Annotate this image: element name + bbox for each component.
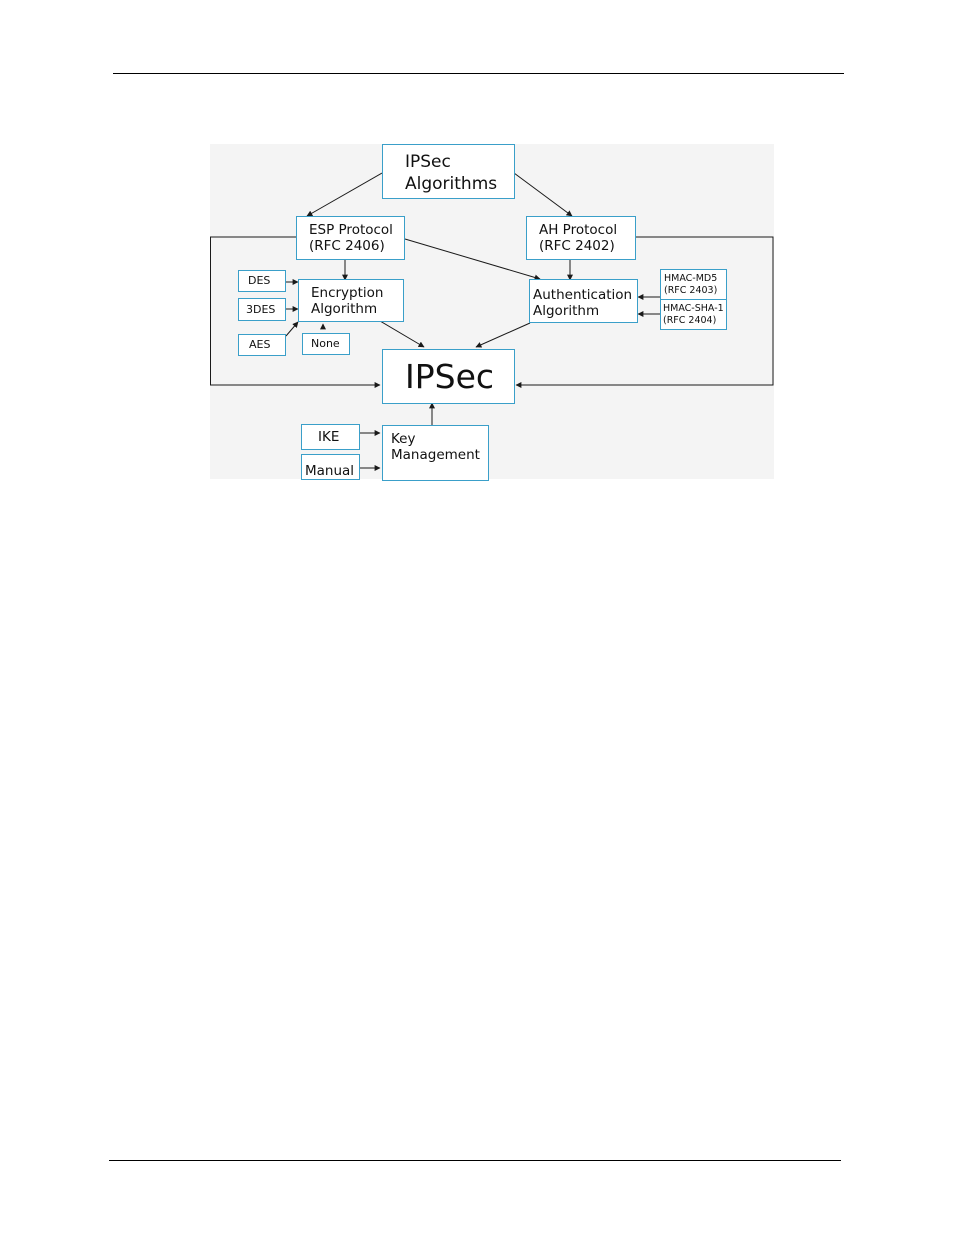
- header-rule: [113, 73, 844, 74]
- ike-label: IKE: [302, 425, 359, 449]
- authentication-algorithm-label: Authentication Algorithm: [530, 280, 637, 322]
- none-label: None: [303, 334, 349, 354]
- arrow-encryption-to-ipsec: [380, 321, 424, 347]
- aes-label: AES: [239, 335, 285, 355]
- arrow-esp-to-authentication: [405, 239, 540, 279]
- authentication-algorithm-box: Authentication Algorithm: [529, 279, 638, 323]
- hmac-sha1-box: HMAC-SHA-1 (RFC 2404): [660, 299, 727, 330]
- encryption-algorithm-label: Encryption Algorithm: [299, 280, 403, 321]
- footer-rule: [109, 1160, 841, 1161]
- ipsec-box: IPSec: [382, 349, 515, 404]
- manual-box: Manual: [301, 454, 360, 480]
- arrow-authentication-to-ipsec: [476, 323, 530, 347]
- arrow-aes-to-encryption: [286, 322, 298, 336]
- 3des-label: 3DES: [239, 299, 285, 320]
- none-box: None: [302, 333, 350, 355]
- esp-protocol-box: ESP Protocol (RFC 2406): [296, 216, 405, 260]
- ipsec-label: IPSec: [383, 350, 514, 403]
- ah-protocol-box: AH Protocol (RFC 2402): [526, 216, 636, 260]
- 3des-box: 3DES: [238, 298, 286, 321]
- hmac-md5-label: HMAC-MD5 (RFC 2403): [661, 270, 726, 299]
- ipsec-algorithms-diagram: IPSec Algorithms ESP Protocol (RFC 2406)…: [210, 144, 774, 479]
- hmac-md5-box: HMAC-MD5 (RFC 2403): [660, 269, 727, 300]
- esp-protocol-label: ESP Protocol (RFC 2406): [297, 217, 404, 259]
- arrow-algorithms-to-esp: [307, 173, 382, 216]
- des-box: DES: [238, 270, 286, 292]
- arrow-algorithms-to-ah: [514, 173, 572, 216]
- ipsec-algorithms-box: IPSec Algorithms: [382, 144, 515, 199]
- ike-box: IKE: [301, 424, 360, 450]
- key-management-label: Key Management: [383, 426, 488, 480]
- key-management-box: Key Management: [382, 425, 489, 481]
- des-label: DES: [239, 271, 285, 291]
- encryption-algorithm-box: Encryption Algorithm: [298, 279, 404, 322]
- ipsec-algorithms-label: IPSec Algorithms: [383, 145, 514, 198]
- manual-label: Manual: [302, 455, 359, 479]
- ah-protocol-label: AH Protocol (RFC 2402): [527, 217, 635, 259]
- hmac-sha1-label: HMAC-SHA-1 (RFC 2404): [661, 300, 726, 329]
- aes-box: AES: [238, 334, 286, 356]
